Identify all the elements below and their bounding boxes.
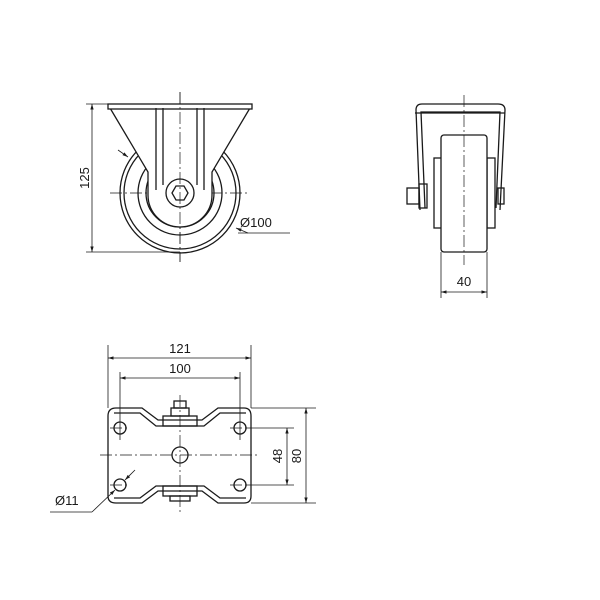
hole-spacing-width-label: 48 <box>270 449 285 463</box>
plate-length-label: 121 <box>169 341 191 356</box>
side-view: 125 Ø100 <box>77 92 290 262</box>
wheel-width-label: 40 <box>457 274 471 289</box>
plate-view: 121 100 48 80 Ø11 <box>50 341 316 515</box>
plate-width-label: 80 <box>289 449 304 463</box>
height-dimension-label: 125 <box>77 167 92 189</box>
front-view: 40 <box>406 95 506 298</box>
wheel-diameter-label: Ø100 <box>240 215 272 230</box>
hole-spacing-length-label: 100 <box>169 361 191 376</box>
hole-diameter-label: Ø11 <box>55 493 79 508</box>
